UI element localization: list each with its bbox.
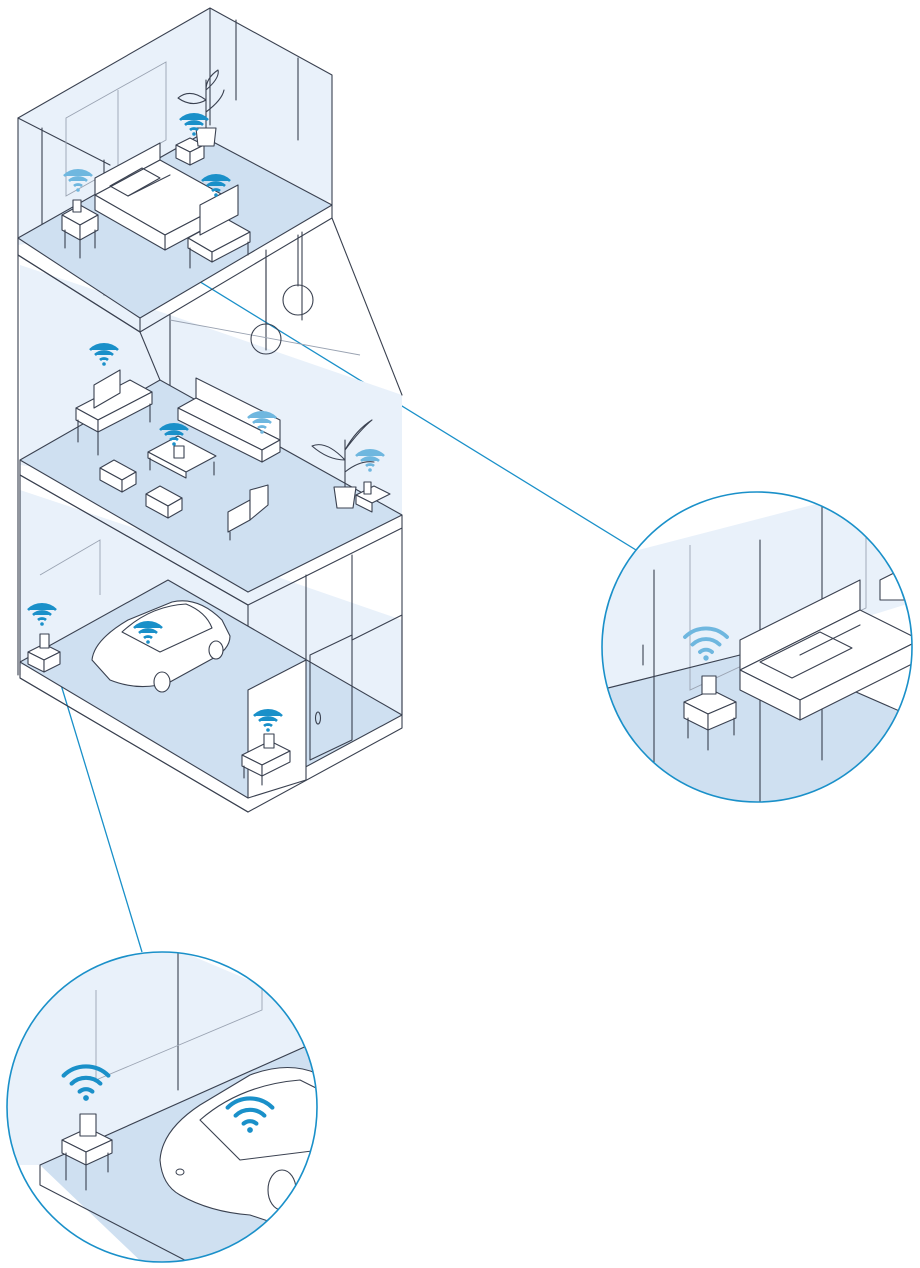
wifi-icon <box>225 1096 275 1133</box>
living-floor <box>75 342 391 541</box>
bedroom-router-zoom <box>601 491 913 803</box>
garage-desk <box>241 733 291 786</box>
wifi-icon <box>61 1064 111 1101</box>
living-tv-desk <box>75 369 153 456</box>
bedroom-plant <box>175 69 225 166</box>
car <box>91 600 231 693</box>
bedroom-mesh-router <box>61 199 99 259</box>
garage-floor <box>26 600 291 786</box>
mesh-router-icon <box>79 1113 97 1137</box>
bedroom-floor <box>61 69 251 269</box>
garage-mesh-router <box>27 633 61 673</box>
living-plant-speaker <box>311 419 391 513</box>
bedroom-tv <box>187 184 251 269</box>
armchairs <box>99 459 269 541</box>
mesh-router-icon <box>701 675 717 695</box>
wifi-icon <box>683 626 729 661</box>
garage-callout-line <box>51 654 143 953</box>
coffee-table <box>147 435 217 479</box>
garage-router-zoom <box>6 951 318 1263</box>
sofa <box>177 377 281 463</box>
house-cutaway <box>17 7 403 813</box>
